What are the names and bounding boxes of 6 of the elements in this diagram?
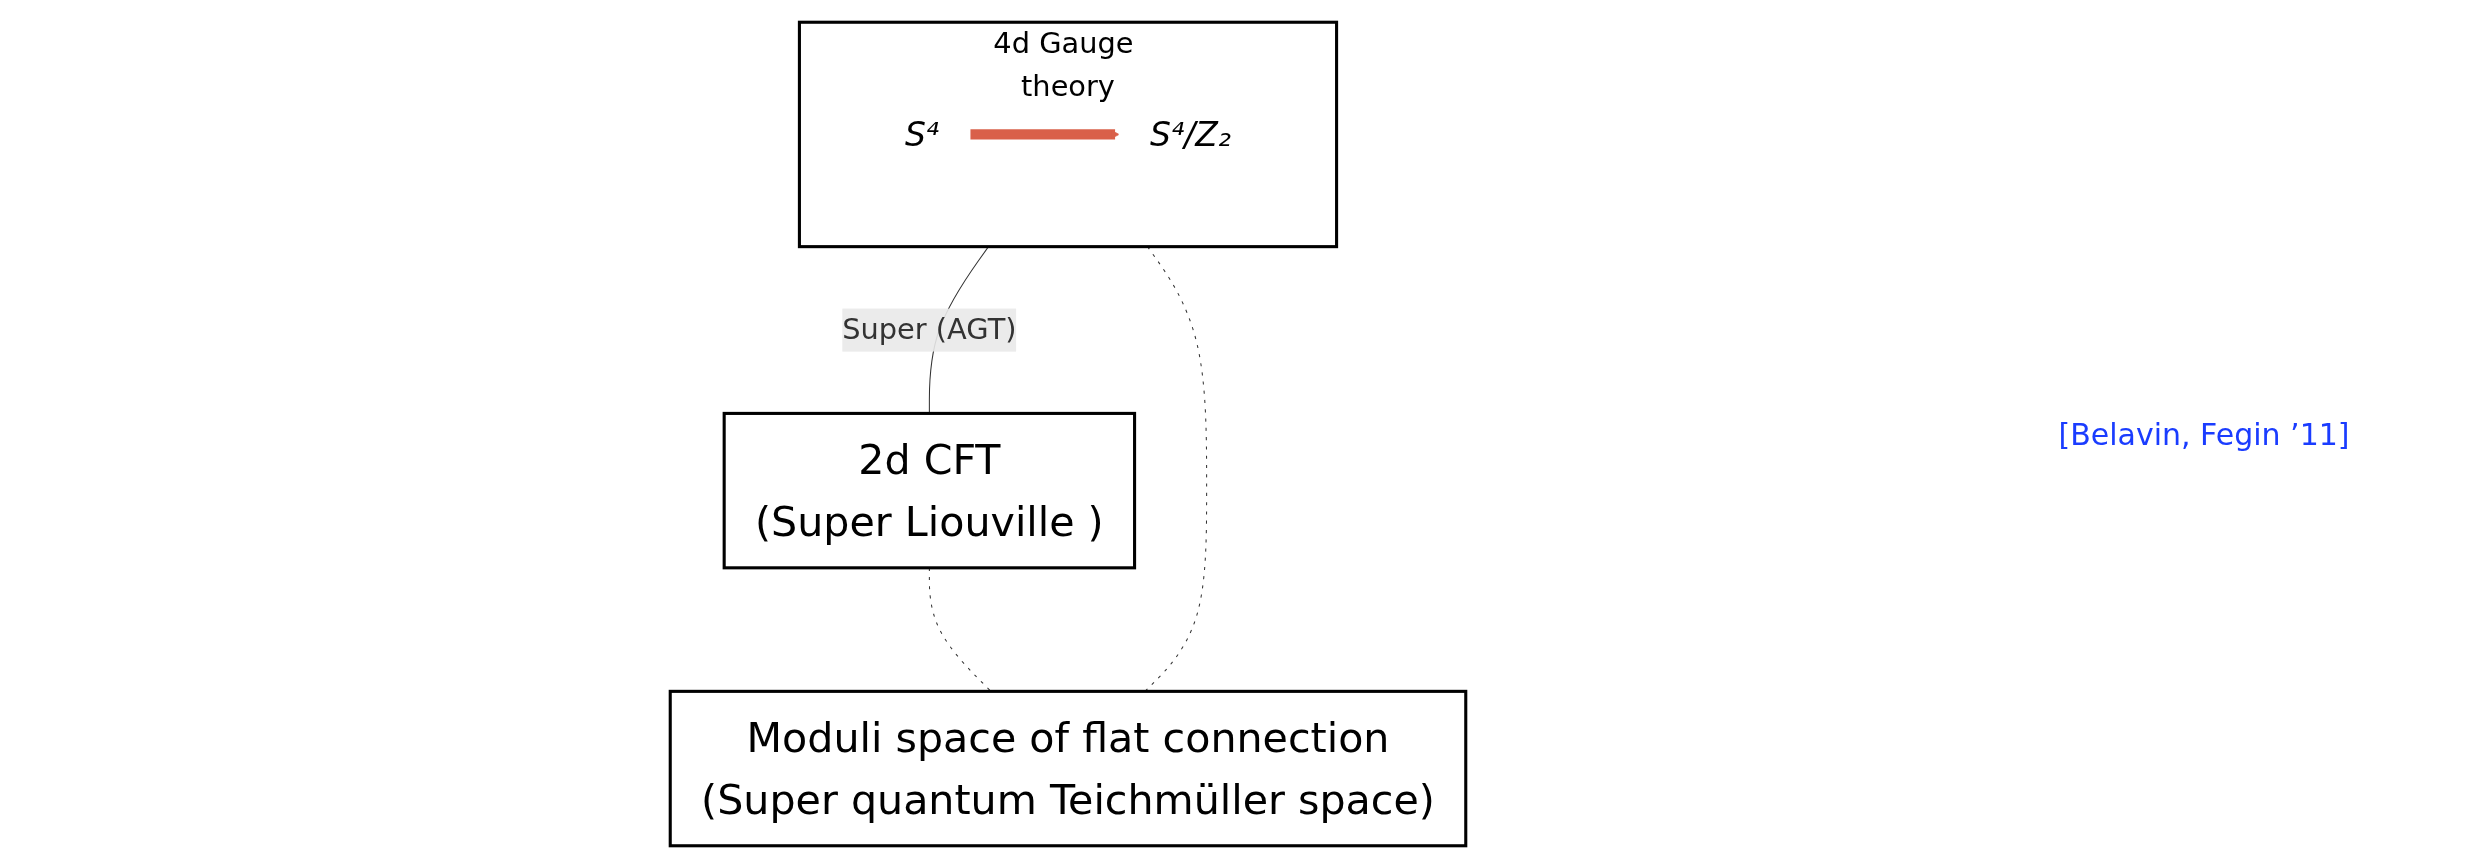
node-text: S⁴ (905, 114, 940, 154)
edge-label: Super (AGT) (842, 312, 1017, 347)
node-box: Moduli space of flat connection (Super quantum Teichmüller space) (669, 689, 1468, 848)
citation-text: [Belavin, Fegin ’11] (2058, 416, 2350, 452)
node-text: S⁴/Z₂ (1150, 114, 1232, 154)
node-box: 2d CFT (Super Liouville ) (723, 411, 1137, 570)
